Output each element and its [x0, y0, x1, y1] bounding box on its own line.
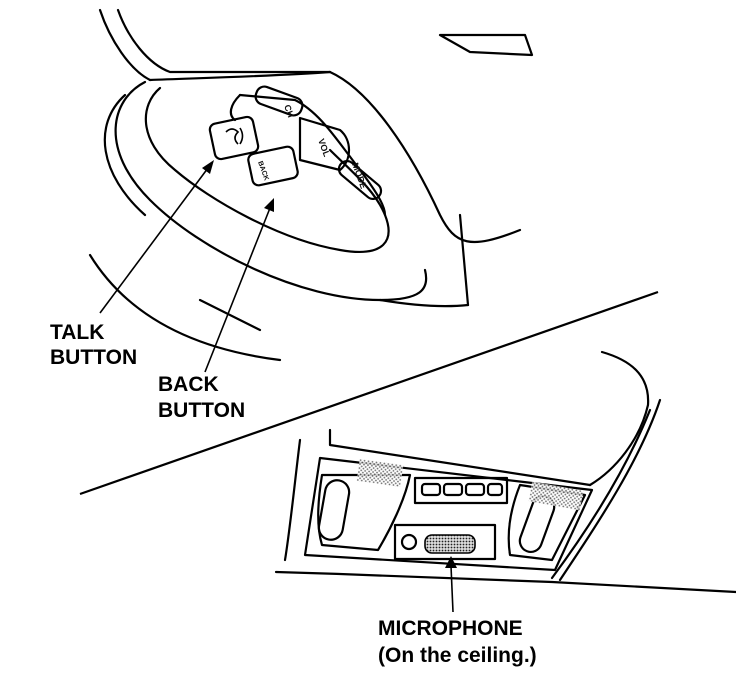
microphone-grille — [425, 535, 475, 553]
microphone-label-line2: (On the ceiling.) — [378, 644, 537, 667]
talk-button-label-line2: BUTTON — [50, 346, 137, 369]
microphone-pointer-arrow — [445, 556, 457, 612]
talk-button-label-line1: TALK — [50, 321, 104, 344]
back-pointer-arrow — [205, 198, 274, 372]
left-lamp-shade — [357, 459, 404, 487]
back-button-label-line2: BUTTON — [158, 399, 245, 422]
right-lamp-shade — [529, 482, 584, 511]
vol-label: VOL — [316, 137, 332, 158]
wheel-control-labels: CH VOL MODE BACK — [256, 103, 369, 190]
ceiling-console-drawing — [276, 352, 736, 592]
steering-wheel-drawing — [90, 10, 532, 360]
ch-label: CH — [282, 103, 296, 119]
talk-icon — [226, 128, 243, 144]
back-button-label-line1: BACK — [158, 373, 219, 396]
microphone-label-line1: MICROPHONE — [378, 617, 523, 640]
back-mini-label: BACK — [256, 160, 269, 181]
